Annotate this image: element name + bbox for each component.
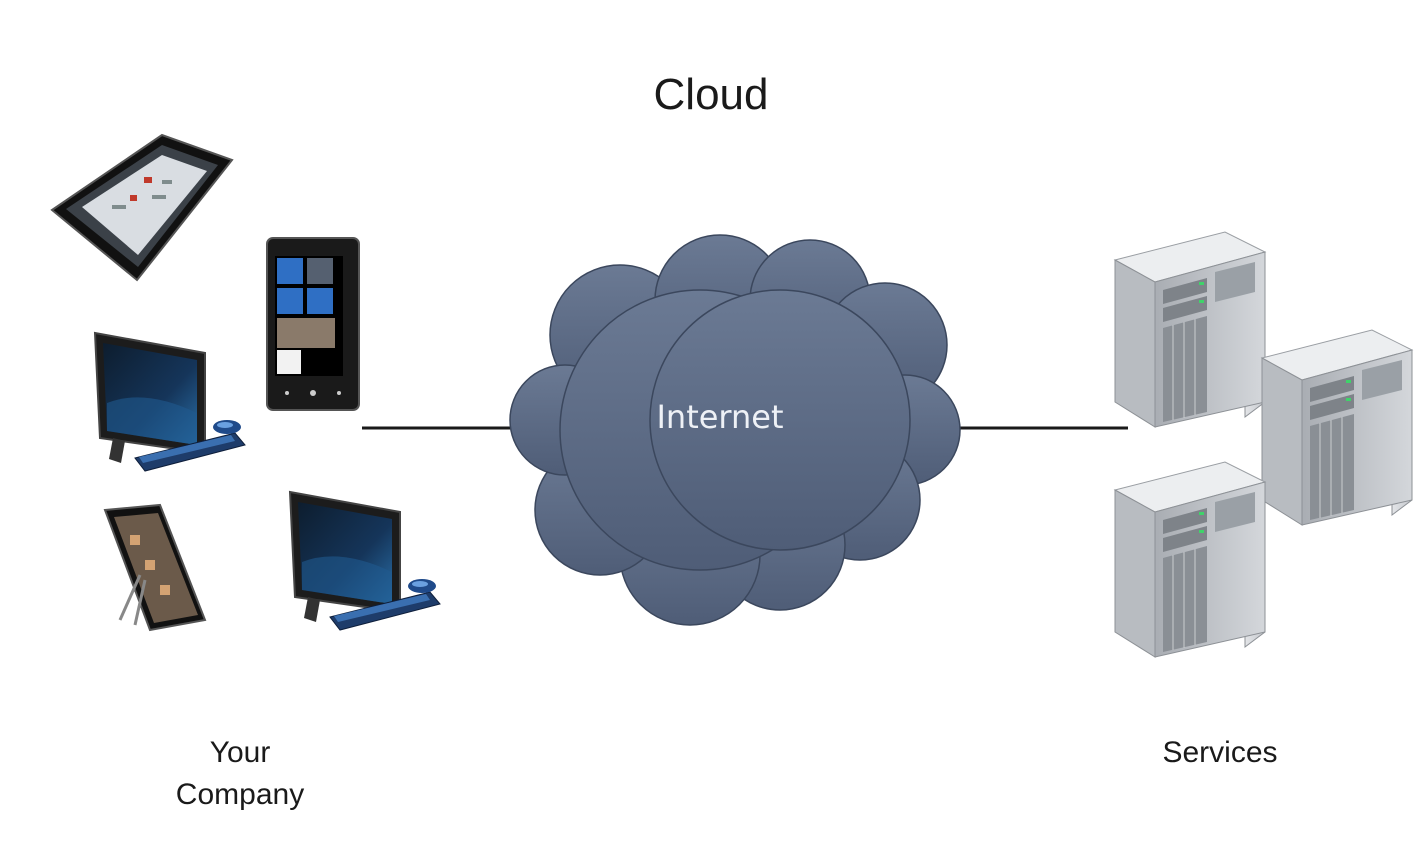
server-icon: [1261, 329, 1413, 526]
internet-cloud-icon: [509, 234, 961, 626]
label-line-1: Your: [209, 736, 271, 769]
server-icon: [1114, 231, 1266, 428]
smartphone-icon: [266, 237, 360, 411]
label-line-2: Company: [175, 778, 305, 811]
server-icon: [1114, 461, 1266, 658]
cloud-label: Internet: [656, 398, 784, 436]
desktop-computer-icon: [94, 332, 246, 472]
your-company-label: Your Company: [140, 732, 340, 816]
tablet-on-stand-icon: [103, 503, 207, 632]
diagram-title: Cloud: [653, 70, 769, 119]
desktop-computer-icon: [289, 491, 441, 631]
tablet-icon: [50, 133, 234, 282]
services-label: Services: [1162, 736, 1278, 769]
